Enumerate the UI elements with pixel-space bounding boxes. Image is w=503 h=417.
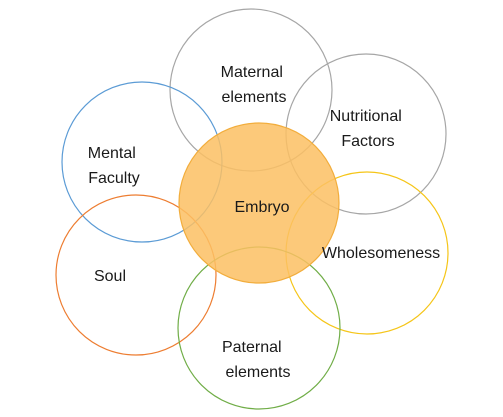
paternal-elements-label-line-2: elements [226,364,291,381]
soul-label-line-1: Soul [94,268,126,285]
mental-faculty-label: Mental Faculty [88,145,140,187]
nutritional-factors-label-line-2: Factors [341,133,394,150]
embryo-label-line-1: Embryo [234,199,289,216]
soul-circle [55,194,217,356]
mental-faculty-label-line-1: Mental [88,145,136,162]
maternal-elements-label-line-2: elements [222,89,287,106]
embryo-circle [178,122,340,284]
nutritional-factors-label-line-1: Nutritional [330,108,402,125]
mental-faculty-label-line-2: Faculty [88,170,140,187]
maternal-elements-label-line-1: Maternal [221,64,283,81]
maternal-elements-label: Maternal elements [221,64,288,106]
embryo-label: Embryo [234,199,289,216]
wholesomeness-label-line-1: Wholesomeness [322,245,440,262]
wholesomeness-label: Wholesomeness [322,245,440,262]
soul-label: Soul [94,268,126,285]
paternal-elements-label: Paternal elements [222,339,290,381]
paternal-elements-label-line-1: Paternal [222,339,282,356]
nutritional-factors-label: Nutritional Factors [330,108,406,150]
